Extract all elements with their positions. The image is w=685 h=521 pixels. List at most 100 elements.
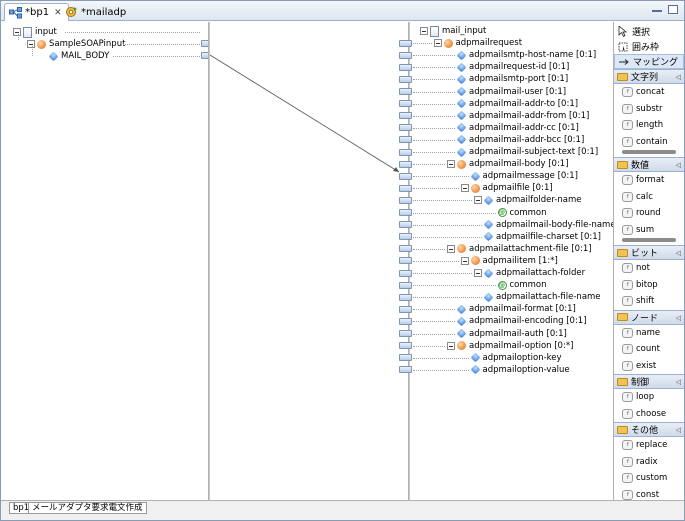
palette-drawer-header[interactable]: 数値◁: [614, 157, 684, 172]
collapse-toggle-icon[interactable]: [433, 39, 442, 48]
target-port[interactable]: [399, 281, 412, 289]
palette-drawer-header[interactable]: 制御◁: [614, 374, 684, 389]
tree-node[interactable]: adpmailmail-encoding [0:1]: [456, 315, 587, 327]
tree-node[interactable]: adpmailmail-addr-from [0:1]: [456, 110, 589, 122]
target-port[interactable]: [399, 354, 412, 362]
target-port[interactable]: [399, 136, 412, 144]
tree-node[interactable]: adpmailfolder-name: [474, 194, 582, 206]
collapse-toggle-icon[interactable]: [420, 27, 428, 35]
target-port[interactable]: [399, 63, 412, 71]
collapse-toggle-icon[interactable]: [460, 184, 469, 193]
palette-drawer-header[interactable]: ビット◁: [614, 245, 684, 260]
tree-node[interactable]: adpmailmail-body-file-name: [483, 219, 616, 231]
collapse-toggle-icon[interactable]: [474, 269, 482, 277]
tree-node[interactable]: adpmailsmtp-port [0:1]: [456, 73, 568, 85]
collapse-toggle-icon[interactable]: [13, 28, 21, 36]
target-port[interactable]: [399, 51, 412, 59]
target-port[interactable]: [399, 209, 412, 216]
close-icon[interactable]: ✕: [54, 7, 62, 18]
target-port[interactable]: [399, 233, 412, 241]
tree-node[interactable]: adpmailrequest-id [0:1]: [456, 61, 569, 73]
tree-node[interactable]: adpmailmail-addr-cc [0:1]: [456, 122, 579, 134]
target-port[interactable]: [399, 257, 412, 265]
palette-drawer-header[interactable]: その他◁: [614, 422, 684, 437]
target-port[interactable]: [399, 305, 412, 313]
collapse-arrow-icon[interactable]: ◁: [675, 161, 681, 169]
target-port[interactable]: [399, 88, 412, 95]
tree-node[interactable]: @common: [497, 207, 547, 219]
target-port[interactable]: [399, 366, 412, 374]
target-port[interactable]: [399, 112, 412, 120]
bottom-tab-mail-adapter-request[interactable]: メールアダプタ要求電文作成: [28, 502, 147, 514]
tree-node[interactable]: adpmailmail-addr-to [0:1]: [456, 98, 578, 110]
palette-drawer-header[interactable]: 文字列◁: [614, 69, 684, 84]
palette-drawer-header[interactable]: ノード◁: [614, 309, 684, 325]
tree-node[interactable]: @common: [497, 279, 547, 291]
target-port[interactable]: [399, 124, 412, 132]
tree-node[interactable]: adpmailmail-user [0:1]: [456, 86, 566, 98]
tree-node-samplesoapinput[interactable]: SampleSOAPinput: [27, 38, 125, 50]
tree-node[interactable]: adpmailfile-charset [0:1]: [483, 231, 601, 243]
target-port[interactable]: [399, 196, 412, 204]
palette-tool-select[interactable]: 選択: [614, 24, 684, 39]
palette-tool-mapping[interactable]: マッピング: [614, 54, 684, 69]
tree-node[interactable]: adpmailmail-auth [0:1]: [456, 328, 567, 340]
tree-node[interactable]: adpmailoption-key: [470, 352, 562, 364]
collapse-toggle-icon[interactable]: [447, 341, 455, 350]
target-port[interactable]: [399, 342, 412, 350]
collapse-toggle-icon[interactable]: [447, 244, 455, 253]
tree-node[interactable]: adpmailmail-addr-bcc [0:1]: [456, 134, 584, 146]
tab-mailadp[interactable]: *mailadp: [61, 3, 132, 21]
tree-node[interactable]: adpmailitem [1:*]: [460, 255, 558, 267]
collapse-arrow-icon[interactable]: ◁: [675, 313, 681, 322]
pane-splitter[interactable]: [208, 22, 210, 500]
tree-node[interactable]: adpmailsmtp-host-name [0:1]: [456, 49, 596, 61]
tree-node[interactable]: adpmailmessage [0:1]: [470, 170, 578, 182]
tree-node[interactable]: mail_input: [420, 25, 486, 37]
drawer-scrollbar[interactable]: [622, 238, 676, 242]
maximize-icon[interactable]: [668, 5, 678, 14]
target-port[interactable]: [399, 39, 412, 47]
target-port[interactable]: [399, 330, 412, 337]
tree-node[interactable]: adpmailfile [0:1]: [460, 182, 553, 194]
collapse-toggle-icon[interactable]: [447, 160, 455, 169]
target-port[interactable]: [399, 269, 412, 277]
tree-node[interactable]: adpmailmail-option [0:*]: [447, 340, 573, 352]
collapse-arrow-icon[interactable]: ◁: [675, 426, 681, 434]
tree-node[interactable]: adpmailmail-body [0:1]: [447, 158, 569, 170]
drawer-scrollbar[interactable]: [622, 150, 676, 154]
tree-node[interactable]: adpmailattach-file-name: [483, 291, 601, 303]
collapse-toggle-icon[interactable]: [27, 40, 35, 48]
tree-node[interactable]: adpmailattach-folder: [474, 267, 585, 279]
minimize-icon[interactable]: [652, 10, 662, 13]
target-port[interactable]: [399, 75, 412, 83]
tab-bp1[interactable]: *bp1 ✕: [4, 3, 69, 21]
tree-node[interactable]: adpmailattachment-file [0:1]: [447, 243, 592, 255]
palette-tool-marquee[interactable]: 囲み枠: [614, 39, 684, 54]
target-port[interactable]: [399, 317, 412, 325]
target-port[interactable]: [399, 148, 412, 156]
target-port[interactable]: [399, 100, 412, 108]
target-port[interactable]: [399, 172, 412, 180]
target-port[interactable]: [399, 245, 412, 253]
target-port[interactable]: [399, 293, 412, 301]
tree-node[interactable]: adpmailrequest: [433, 37, 522, 49]
collapse-toggle-icon[interactable]: [460, 256, 469, 265]
collapse-arrow-icon[interactable]: ◁: [675, 73, 681, 81]
